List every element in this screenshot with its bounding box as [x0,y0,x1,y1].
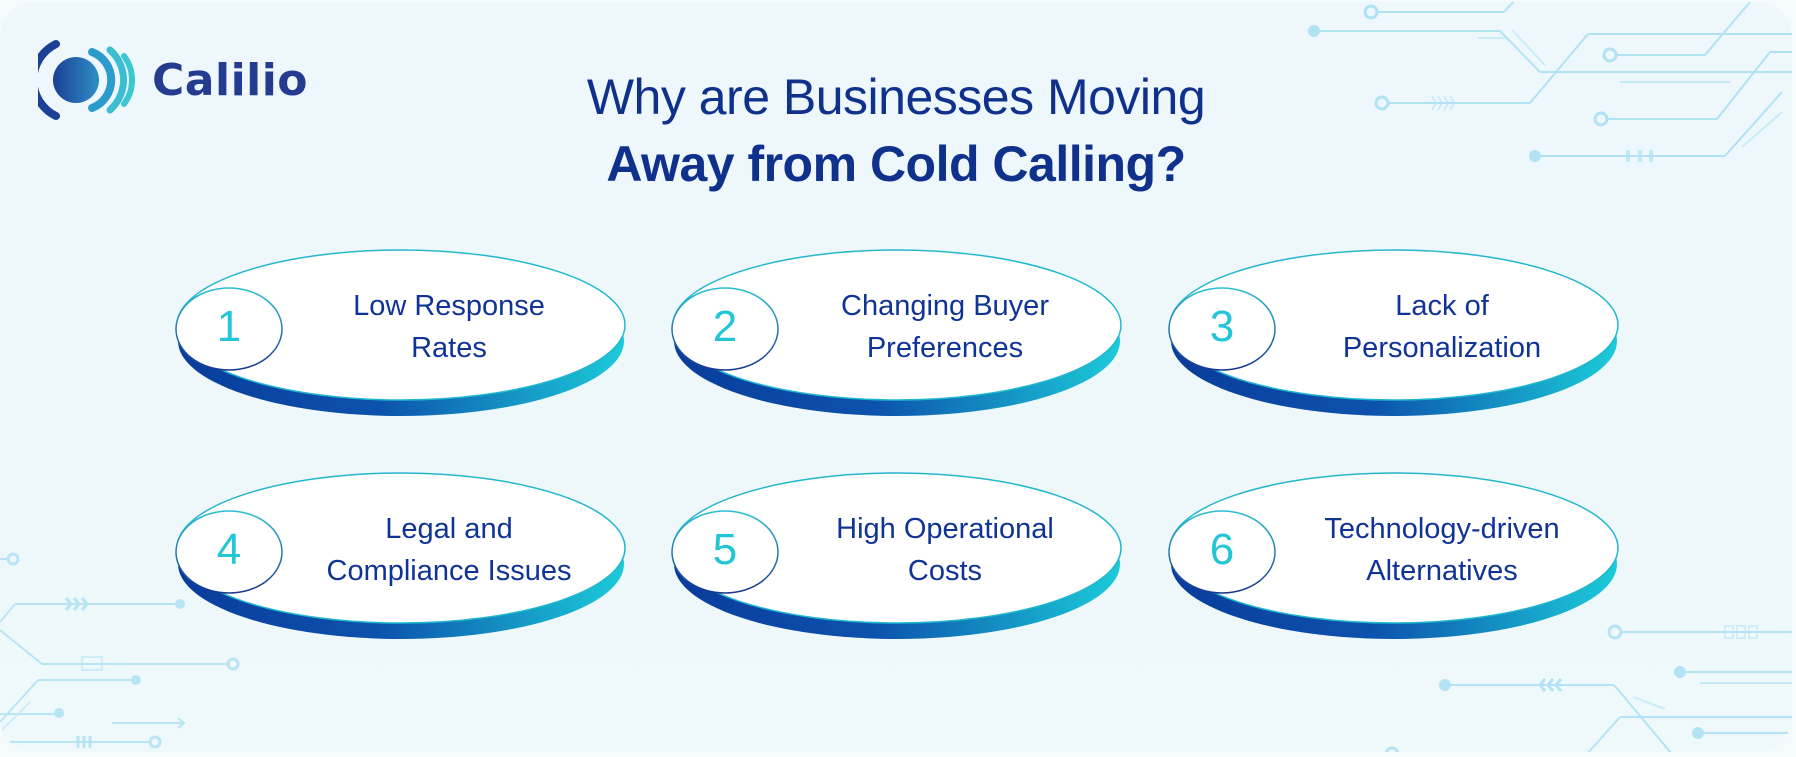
reason-label-line-1: Technology-driven [1324,513,1560,545]
reason-label-line-2: Preferences [866,332,1024,364]
disc-shape [1168,472,1619,639]
brand-logo[interactable]: Calilio [38,38,308,122]
brand-name: Calilio [152,54,309,106]
reason-number: 2 [712,302,738,351]
reason-number: 3 [1209,302,1235,351]
reason-label: Legal and Compliance Issues [287,502,611,598]
page-title-line-2: Away from Cold Calling? [606,136,1186,192]
reason-card-5: 5 High Operational Costs [671,472,1123,644]
reason-label: Lack of Personalization [1280,279,1604,375]
reason-label: High Operational Costs [783,502,1107,598]
reason-label-line-2: Rates [411,332,487,364]
reason-label: Low Response Rates [287,279,611,375]
reason-card-2: 2 Changing Buyer Preferences [671,249,1123,421]
reason-card-3: 3 Lack of Personalization [1168,249,1620,421]
reason-number: 4 [216,525,242,574]
reason-label-line-2: Alternatives [1366,555,1518,587]
disc-shape [1168,249,1619,416]
reason-label-line-1: High Operational [836,513,1054,545]
reason-label-line-2: Compliance Issues [326,555,572,587]
reason-label-line-2: Personalization [1342,332,1542,364]
reason-label-line-1: Lack of [1395,290,1489,322]
reason-card-6: 6 Technology-driven Alternatives [1168,472,1620,644]
page-title-line-1: Why are Businesses Moving [586,69,1206,125]
reason-label-line-1: Low Response [353,290,545,322]
reason-number: 1 [216,302,242,351]
reason-label-line-1: Changing Buyer [841,290,1049,322]
reason-card-4: 4 Legal and Compliance Issues [175,472,627,644]
disc-shape [175,472,626,639]
disc-shape [671,249,1122,416]
disc-shape [671,472,1122,639]
phone-signal-c-icon [38,40,135,120]
disc-shape [175,249,626,416]
reason-label-line-1: Legal and [385,513,513,545]
reason-label: Technology-driven Alternatives [1280,502,1604,598]
reason-number: 6 [1209,525,1235,574]
reason-card-1: 1 Low Response Rates [175,249,627,421]
reason-label: Changing Buyer Preferences [783,279,1107,375]
reason-label-line-2: Costs [907,555,983,587]
reason-number: 5 [712,525,738,574]
